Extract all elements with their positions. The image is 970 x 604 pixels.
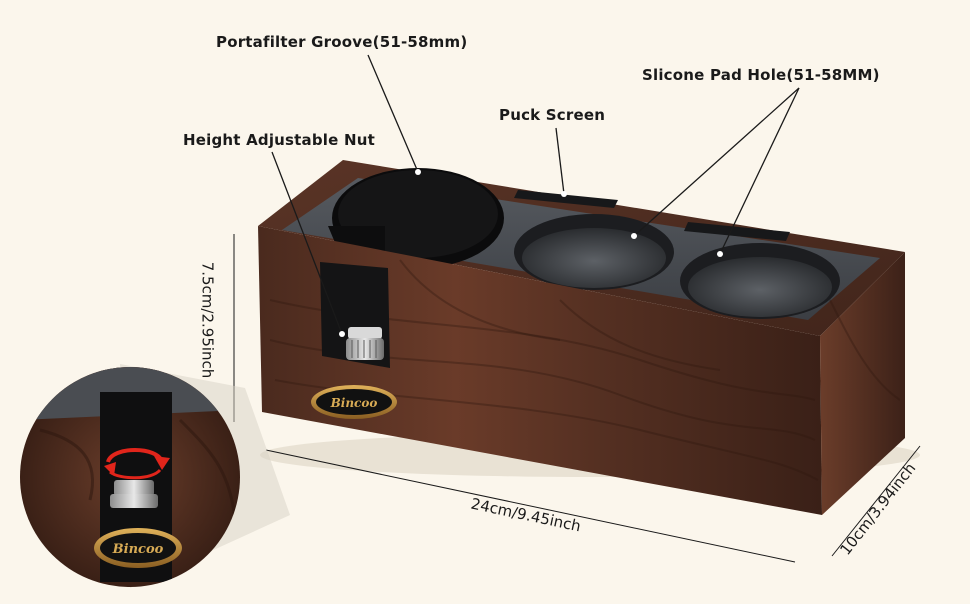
box-side bbox=[820, 252, 905, 515]
zoom-detail: Bincoo bbox=[20, 364, 290, 588]
brand-logo-text: Bincoo bbox=[330, 396, 378, 410]
height-dimension: 7.5cm/2.95inch bbox=[198, 261, 217, 379]
height-adjustable-nut bbox=[348, 327, 382, 339]
puck-screen-slot-2 bbox=[684, 222, 790, 241]
portafilter-groove-label: Portafilter Groove(51-58mm) bbox=[216, 33, 468, 51]
box-front bbox=[258, 226, 822, 515]
leader-dots bbox=[339, 169, 723, 337]
leader-lines bbox=[271, 54, 800, 335]
height-adjustable-nut-label: Height Adjustable Nut bbox=[183, 131, 375, 149]
silicone-pad-hole-label: Slicone Pad Hole(51-58MM) bbox=[642, 66, 880, 84]
zoom-brand-logo-text: Bincoo bbox=[112, 542, 164, 557]
puck-screen-slot-1 bbox=[514, 190, 618, 208]
puck-screen-label: Puck Screen bbox=[499, 106, 606, 124]
